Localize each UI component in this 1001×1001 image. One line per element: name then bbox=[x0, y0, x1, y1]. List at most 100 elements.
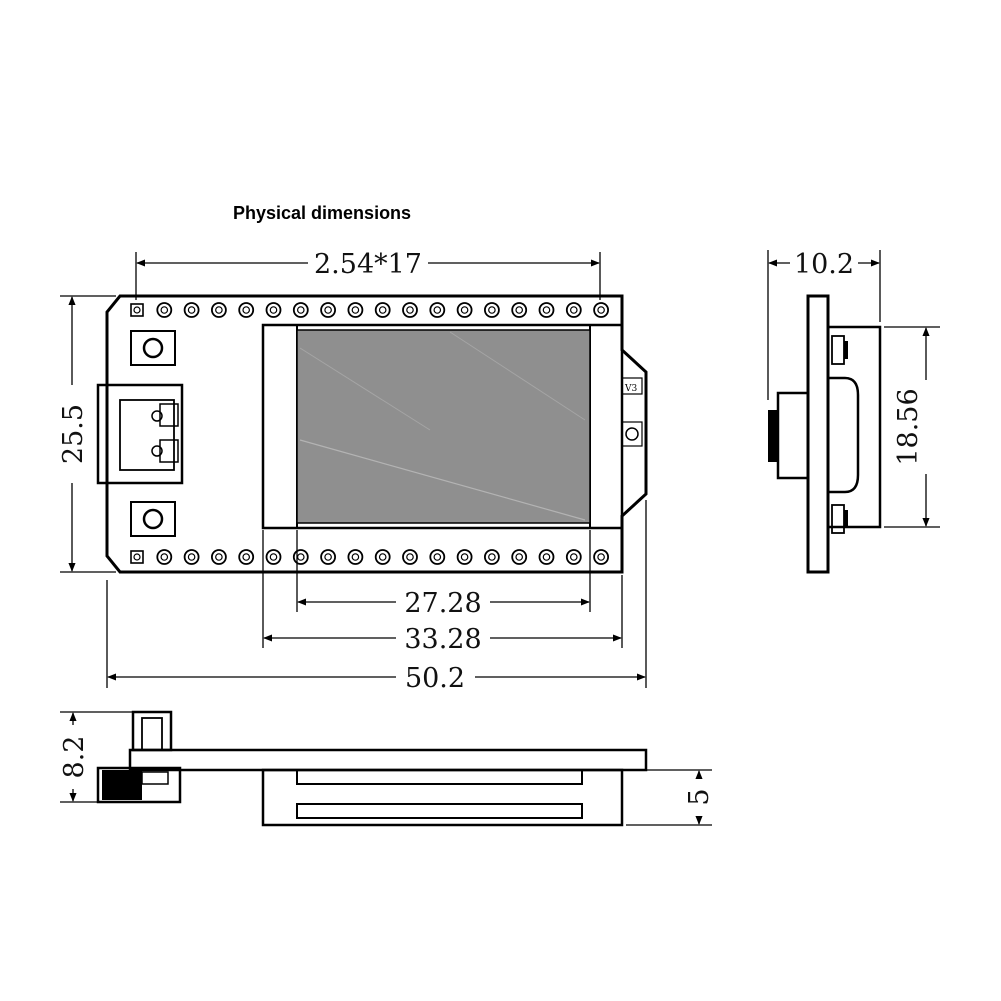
dim-board-length: 50.2 bbox=[106, 500, 647, 694]
dim-screen-module-thickness: 5 bbox=[626, 769, 715, 826]
usb-connector bbox=[96, 383, 184, 485]
pin-square bbox=[130, 550, 144, 564]
pin-hole bbox=[406, 306, 414, 314]
pin-hole bbox=[597, 306, 605, 314]
pin-hole bbox=[187, 553, 196, 561]
pin bbox=[429, 302, 446, 318]
side-pcb bbox=[806, 294, 830, 574]
pin bbox=[292, 302, 309, 318]
pin-hole bbox=[324, 553, 332, 561]
pin bbox=[429, 549, 446, 565]
svg-text:5: 5 bbox=[684, 788, 715, 805]
pin-hole bbox=[296, 306, 305, 314]
pin bbox=[456, 549, 473, 565]
board-label: V3 bbox=[624, 384, 637, 394]
screen-module bbox=[261, 323, 624, 530]
pin-hole bbox=[215, 306, 223, 314]
pin-hole bbox=[460, 553, 469, 561]
pin bbox=[292, 549, 309, 565]
pin-hole bbox=[488, 306, 496, 314]
pin-hole bbox=[269, 306, 278, 314]
pin bbox=[210, 549, 227, 565]
pin-hole bbox=[569, 553, 578, 561]
pin bbox=[565, 549, 582, 565]
pin-hole bbox=[378, 553, 387, 561]
pin bbox=[511, 549, 528, 565]
pin-hole bbox=[269, 553, 278, 561]
svg-text:2.54*17: 2.54*17 bbox=[314, 249, 422, 280]
side-view bbox=[768, 294, 882, 574]
svg-text:25.5: 25.5 bbox=[58, 404, 89, 464]
pin-hole bbox=[542, 553, 551, 561]
pin-hole bbox=[515, 306, 524, 314]
button-top bbox=[130, 330, 176, 366]
pin bbox=[483, 302, 500, 318]
pin-hole bbox=[133, 306, 141, 314]
pin-hole bbox=[160, 306, 169, 314]
bottom-usb-connector bbox=[96, 766, 182, 804]
pin-hole bbox=[460, 306, 469, 314]
pin bbox=[511, 302, 528, 318]
pin-row-top bbox=[130, 302, 609, 318]
svg-text:8.2: 8.2 bbox=[59, 736, 90, 779]
svg-text:18.56: 18.56 bbox=[893, 388, 924, 465]
pin-hole bbox=[406, 553, 414, 561]
pin bbox=[483, 549, 500, 565]
top-view: V3 bbox=[96, 294, 648, 574]
pin-hole bbox=[215, 553, 223, 561]
pin bbox=[565, 302, 582, 318]
pin bbox=[374, 549, 391, 565]
pin bbox=[593, 302, 609, 318]
pin-hole bbox=[433, 553, 442, 561]
pin-hole bbox=[296, 553, 305, 561]
pin bbox=[320, 302, 337, 318]
pin bbox=[238, 549, 255, 565]
svg-text:27.28: 27.28 bbox=[404, 588, 481, 619]
svg-text:33.28: 33.28 bbox=[404, 624, 481, 655]
bottom-view bbox=[96, 710, 648, 827]
pin-hole bbox=[351, 306, 360, 314]
pin-hole bbox=[160, 553, 169, 561]
pin bbox=[320, 549, 337, 565]
svg-text:50.2: 50.2 bbox=[405, 663, 465, 694]
pin bbox=[593, 549, 609, 565]
pin-hole bbox=[488, 553, 496, 561]
dim-pin-pitch: 2.54*17 bbox=[135, 249, 601, 300]
bottom-pcb bbox=[128, 748, 648, 772]
pin-hole bbox=[242, 306, 251, 314]
dim-total-height: 8.2 bbox=[59, 711, 133, 803]
pin-square bbox=[130, 303, 144, 317]
pin bbox=[538, 302, 555, 318]
pin-row-bottom bbox=[130, 549, 609, 565]
svg-text:10.2: 10.2 bbox=[794, 249, 854, 280]
pin-hole bbox=[433, 306, 442, 314]
pin bbox=[156, 549, 173, 565]
pin bbox=[265, 302, 282, 318]
pin bbox=[156, 302, 173, 318]
bottom-screen-module bbox=[261, 768, 624, 827]
pin bbox=[538, 549, 555, 565]
button-bottom bbox=[130, 501, 176, 537]
dim-screen-total-width: 33.28 bbox=[262, 530, 623, 655]
side-usb-connector bbox=[828, 376, 860, 494]
pin bbox=[402, 549, 418, 565]
pin-hole bbox=[597, 553, 605, 561]
pin-hole bbox=[542, 306, 551, 314]
pin-hole bbox=[324, 306, 332, 314]
dim-screen-height: 18.56 bbox=[884, 326, 940, 528]
dim-board-thickness: 10.2 bbox=[767, 249, 881, 400]
pin-hole bbox=[515, 553, 524, 561]
pin-hole bbox=[187, 306, 196, 314]
dim-screen-active-width: 27.28 bbox=[296, 530, 591, 619]
pin bbox=[347, 549, 364, 565]
pin bbox=[265, 549, 282, 565]
pin bbox=[183, 549, 200, 565]
pin bbox=[347, 302, 364, 318]
pin-hole bbox=[569, 306, 578, 314]
pin bbox=[402, 302, 418, 318]
pin-hole bbox=[351, 553, 360, 561]
pin bbox=[456, 302, 473, 318]
antenna-connector bbox=[621, 421, 643, 447]
diagram-title: Physical dimensions bbox=[233, 203, 411, 223]
